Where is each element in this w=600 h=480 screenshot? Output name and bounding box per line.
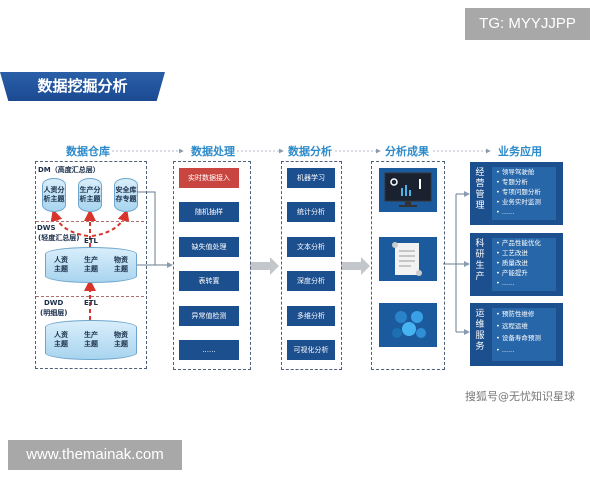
big-arrow-analysis-results [341, 257, 370, 275]
column-header-analysis: 数据分析 [288, 145, 332, 158]
processing-item: 缺失值处理 [179, 237, 239, 257]
app-title: 科研生产 [475, 239, 485, 282]
watermark-tg: TG: MYYJJPP [465, 8, 590, 40]
big-arrow-processing-analysis [250, 257, 279, 275]
analysis-item: 统计分析 [287, 202, 335, 222]
column-header-processing: 数据处理 [191, 145, 235, 158]
app-title: 经营管理 [475, 168, 485, 211]
app-item: • 专项问题分析 [496, 188, 541, 196]
column-header-applications: 业务应用 [498, 145, 542, 158]
app-block-maintenance: 运维服务 • 预防性维修 • 远程运维 • 设备寿命预测 • ...... [470, 303, 563, 366]
dws-topic: 物资主题 [114, 256, 128, 273]
app-title: 运维服务 [475, 309, 485, 352]
app-item: • ...... [496, 346, 515, 354]
app-item: • 领导驾驶舱 [496, 168, 535, 176]
watermark-sohu: 搜狐号@无忧知识星球 [465, 390, 575, 403]
analysis-panel [281, 161, 342, 370]
etl-label: ETL [84, 299, 99, 307]
analysis-item: 多维分析 [287, 306, 335, 326]
banner-title: 数据挖掘分析 [0, 72, 165, 101]
warehouse-panel [35, 161, 147, 369]
dwd-cylinder: 人资主题 生产主题 物资主题 [45, 320, 137, 360]
app-item: • 远程运维 [496, 322, 528, 330]
processing-item: 异常值检测 [179, 306, 239, 326]
analysis-item: 深度分析 [287, 271, 335, 291]
watermark-website: www.themainak.com [8, 440, 182, 470]
processing-panel [173, 161, 251, 370]
app-item: • ...... [496, 208, 515, 216]
dwd-topic: 物资主题 [114, 331, 128, 348]
processing-item: 随机抽样 [179, 202, 239, 222]
dm-cylinder: 人资分析主题 [42, 178, 66, 212]
processing-item-realtime: 实时数据接入 [179, 168, 239, 188]
app-item: • 质量改进 [496, 259, 528, 267]
dws-sublabel: (轻度汇总层) [38, 234, 80, 242]
layer-divider [36, 221, 144, 222]
dm-label: DM（高度汇总层） [38, 166, 100, 174]
dws-topic: 生产主题 [84, 256, 98, 273]
app-item: • 产能提升 [496, 269, 528, 277]
processing-item: ...... [179, 340, 239, 360]
processing-item: 表转置 [179, 271, 239, 291]
column-header-warehouse: 数据仓库 [66, 145, 110, 158]
app-block-management: 经营管理 • 领导驾驶舱 • 专题分析 • 专项问题分析 • 业务实时监测 • … [470, 162, 563, 225]
dwd-topic: 人资主题 [54, 331, 68, 348]
dwd-topic: 生产主题 [84, 331, 98, 348]
etl-label: ETL [84, 237, 99, 245]
analysis-item: 文本分析 [287, 237, 335, 257]
etl-arrow [50, 209, 89, 237]
app-item: • 专题分析 [496, 178, 528, 186]
app-item: • 工艺改进 [496, 249, 528, 257]
dws-topic: 人资主题 [54, 256, 68, 273]
results-panel [371, 161, 445, 370]
app-item: • 设备寿命预测 [496, 334, 541, 342]
dm-connector [137, 191, 156, 265]
cluster-chart-icon [379, 303, 437, 347]
dashboard-monitor-icon [379, 168, 437, 212]
etl-arrow [91, 209, 130, 237]
report-scroll-icon [379, 237, 437, 281]
analysis-item: 机器学习 [287, 168, 335, 188]
dwd-sublabel: (明细层) [40, 309, 68, 317]
app-item: • ...... [496, 279, 515, 287]
layer-divider [36, 296, 144, 297]
dm-cylinder: 生产分析主题 [78, 178, 102, 212]
dws-cylinder: 人资主题 生产主题 物资主题 [45, 247, 137, 283]
dwd-label: DWD [44, 299, 64, 307]
app-item: • 产品性能优化 [496, 239, 541, 247]
app-block-production: 科研生产 • 产品性能优化 • 工艺改进 • 质量改进 • 产能提升 • ...… [470, 233, 563, 296]
analysis-item: 可视化分析 [287, 340, 335, 360]
app-item: • 预防性维修 [496, 310, 535, 318]
dm-cylinder: 安全库存专题 [114, 178, 138, 212]
column-header-results: 分析成果 [385, 145, 429, 158]
dws-label: DWS [37, 224, 56, 232]
app-item: • 业务实时监测 [496, 198, 541, 206]
